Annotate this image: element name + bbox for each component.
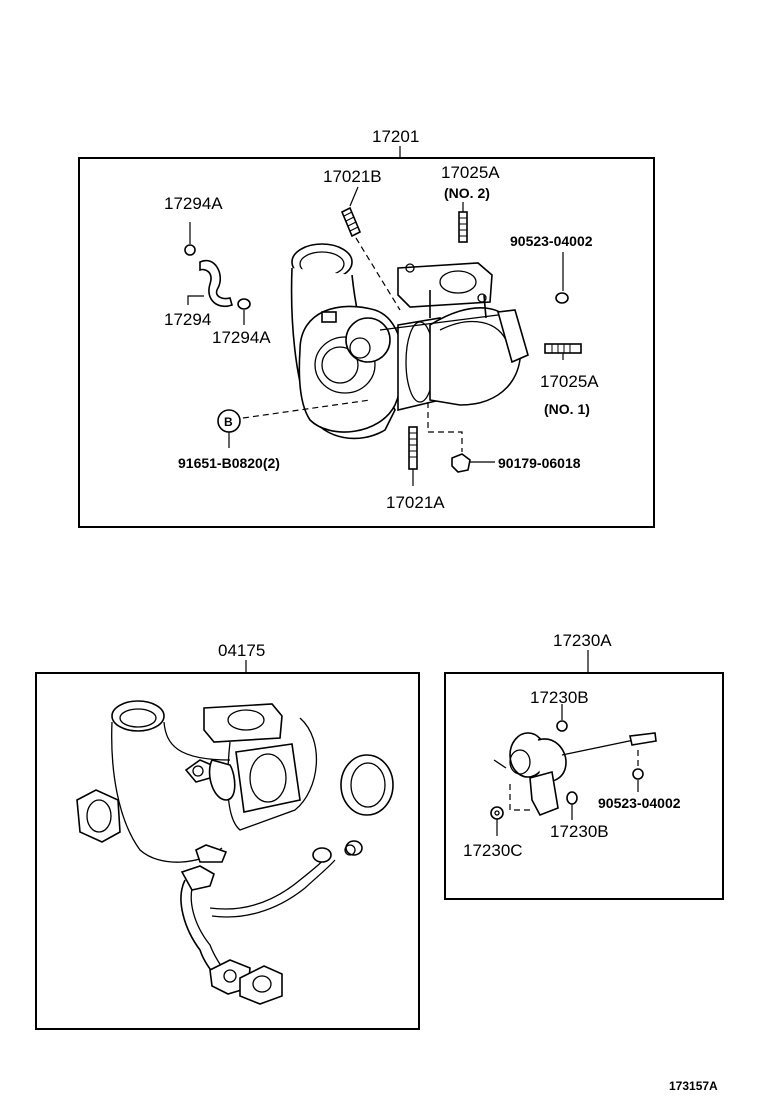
turbocharger-drawing[interactable] [290, 243, 529, 440]
label-17021b[interactable]: 17021B [323, 167, 382, 186]
stud-17021b-dash [355, 237, 401, 311]
label-no1: (NO. 1) [544, 401, 590, 417]
label-90523-top[interactable]: 90523-04002 [510, 233, 593, 249]
label-17230b-bot[interactable]: 17230B [550, 822, 609, 841]
actuator-group: 17230A [444, 631, 724, 900]
label-17294a-bot[interactable]: 17294A [212, 328, 271, 347]
turbo-assy-group: 17201 [78, 127, 655, 528]
stud-17021a-drawing[interactable] [408, 426, 418, 486]
stud-17025a-no2-drawing[interactable] [458, 211, 468, 243]
label-no2: (NO. 2) [444, 185, 490, 201]
label-17025a-no1[interactable]: 17025A [540, 372, 599, 391]
gasket-kit-drawing[interactable] [76, 700, 394, 1005]
label-90179[interactable]: 90179-06018 [498, 455, 581, 471]
label-17230c[interactable]: 17230C [463, 841, 523, 860]
gasket-kit-group: 04175 [35, 641, 420, 1030]
label-17021a[interactable]: 17021A [386, 493, 445, 512]
label-17294[interactable]: 17294 [164, 310, 211, 329]
label-17025a-no2[interactable]: 17025A [441, 163, 500, 182]
nut-90179-drawing[interactable] [427, 402, 495, 473]
nut-90523-top-drawing[interactable] [555, 252, 569, 304]
bolt-b-marker-text: B [224, 415, 233, 429]
stud-17021b-drawing[interactable] [340, 206, 362, 238]
label-90523-actuator[interactable]: 90523-04002 [598, 795, 681, 811]
label-91651[interactable]: 91651-B0820(2) [178, 455, 280, 471]
actuator-frame [444, 672, 724, 900]
label-17230b-top[interactable]: 17230B [530, 688, 589, 707]
turbo-assy-number[interactable]: 17201 [372, 127, 419, 146]
nut-17230b-top-drawing[interactable] [556, 704, 568, 732]
nut-17230b-bot-drawing[interactable] [566, 791, 578, 820]
label-17294a-top[interactable]: 17294A [164, 194, 223, 213]
actuator-drawing[interactable] [493, 732, 657, 817]
bolt-91651-marker[interactable]: B [217, 399, 371, 448]
leader-17021b [349, 186, 359, 207]
hose-17294-drawing[interactable] [184, 222, 251, 325]
gasket-kit-frame [35, 672, 420, 1030]
gasket-kit-number[interactable]: 04175 [218, 641, 265, 660]
nut-90523-actuator-drawing[interactable] [632, 750, 644, 792]
actuator-number[interactable]: 17230A [553, 631, 612, 650]
washer-17230c-drawing[interactable] [490, 806, 504, 836]
stud-17025a-no1-drawing[interactable] [544, 343, 582, 354]
turbo-assy-frame [78, 157, 655, 528]
diagram-ref-number: 173157A [669, 1079, 718, 1093]
